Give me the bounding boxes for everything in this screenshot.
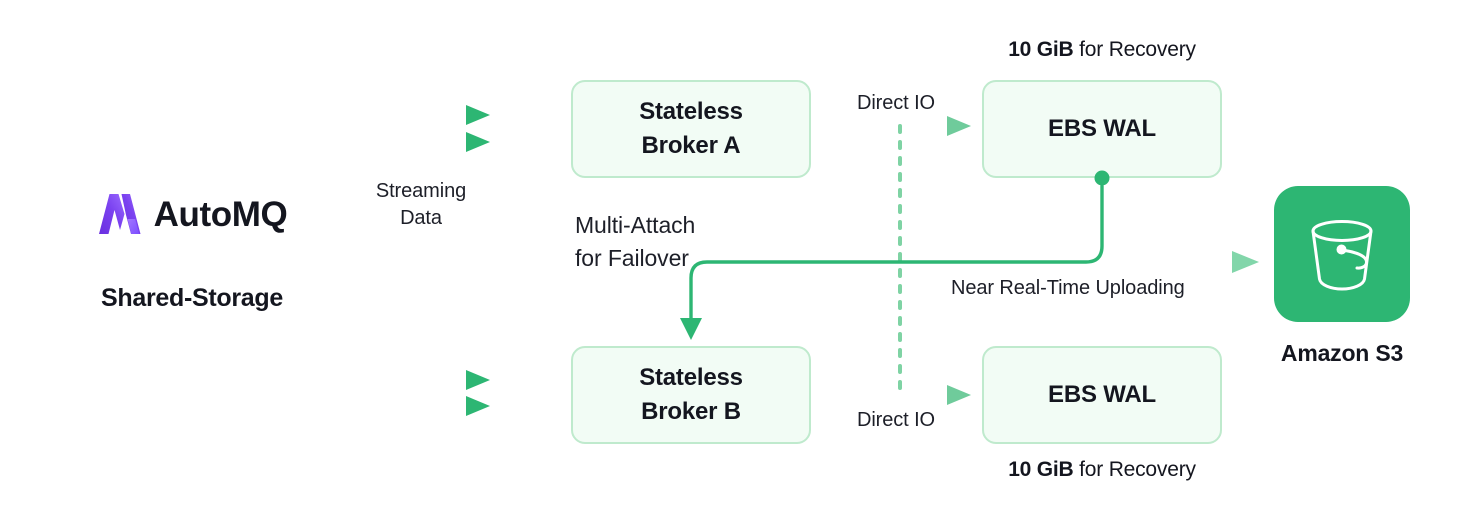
broker-a-label: Stateless Broker A: [639, 95, 743, 163]
automq-m-logo-icon: [98, 194, 141, 234]
streaming-arrow-bottom-2: [367, 396, 490, 416]
brand-wordmark: AutoMQ: [153, 194, 288, 234]
broker-b-label: Stateless Broker B: [639, 361, 743, 429]
streaming-arrow-bottom-1: [367, 370, 490, 390]
multi-attach-line1: Multi-Attach: [575, 212, 696, 238]
ebs-wal-top-label: EBS WAL: [1048, 114, 1156, 142]
node-stateless-broker-b[interactable]: Stateless Broker B: [571, 346, 811, 444]
direct-io-arrow-bottom: [846, 385, 971, 405]
recovery-rest-bottom: for Recovery: [1073, 458, 1196, 481]
recovery-size-bottom: 10 GiB: [1008, 458, 1074, 481]
node-stateless-broker-a[interactable]: Stateless Broker A: [571, 80, 811, 178]
brand-lockup: AutoMQ: [72, 188, 312, 240]
streaming-arrow-top-1: [367, 105, 490, 125]
broker-b-line1: Stateless: [639, 363, 743, 391]
node-ebs-wal-top[interactable]: EBS WAL: [982, 80, 1222, 178]
broker-a-line1: Stateless: [639, 97, 743, 125]
broker-a-line2: Broker A: [641, 132, 741, 159]
ebs-wal-bottom-label: EBS WAL: [1048, 380, 1156, 408]
near-realtime-uploading-label: Near Real-Time Uploading: [951, 277, 1185, 299]
shared-storage-label: Shared-Storage: [101, 284, 283, 312]
recovery-rest-top: for Recovery: [1073, 38, 1196, 61]
streaming-arrow-top-2: [367, 132, 490, 152]
direct-io-top-label: Direct IO: [857, 92, 935, 114]
node-ebs-wal-bottom[interactable]: EBS WAL: [982, 346, 1222, 444]
broker-b-line2: Broker B: [641, 398, 741, 425]
streaming-data-label: Streaming Data: [351, 178, 491, 232]
amazon-s3-group[interactable]: Amazon S3: [1274, 186, 1410, 367]
recovery-size-top: 10 GiB: [1008, 38, 1074, 61]
brand-block: AutoMQ Shared-Storage: [72, 188, 312, 313]
direct-io-arrow-top: [846, 116, 971, 136]
streaming-data-line1: Streaming: [375, 180, 467, 202]
s3-bucket-icon: [1274, 186, 1410, 322]
multi-attach-line2: for Failover: [575, 244, 689, 271]
recovery-caption-top: 10 GiB for Recovery: [982, 38, 1222, 62]
direct-io-bottom-label: Direct IO: [857, 409, 935, 431]
streaming-data-line2: Data: [400, 207, 442, 229]
recovery-caption-bottom: 10 GiB for Recovery: [982, 458, 1222, 482]
uploading-arrow-to-s3: [1076, 251, 1259, 273]
multi-attach-label: Multi-Attach for Failover: [575, 209, 695, 274]
multi-attach-failover-path: [680, 170, 1110, 340]
amazon-s3-label: Amazon S3: [1280, 340, 1404, 366]
